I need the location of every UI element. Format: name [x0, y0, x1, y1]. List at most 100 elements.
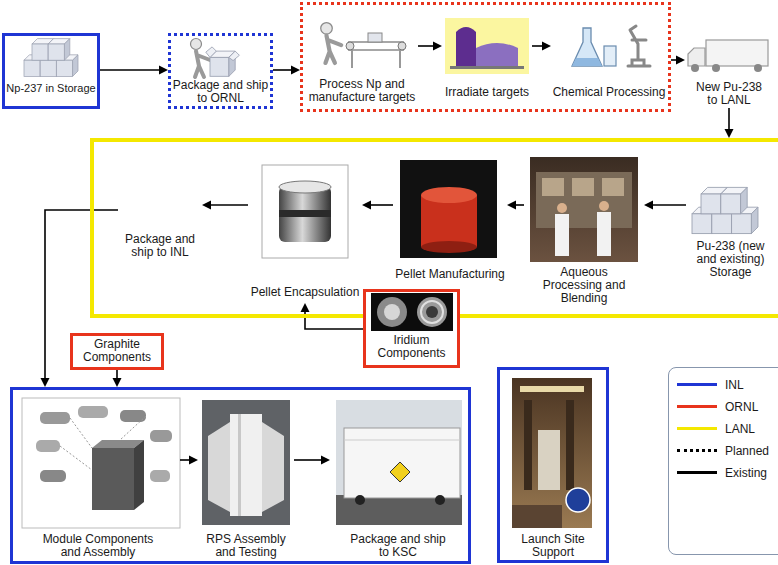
legend-label: Planned — [725, 444, 769, 458]
module-drawing-part — [78, 406, 108, 418]
component-box: Iridium Components — [363, 289, 460, 368]
legend-row: Existing — [677, 464, 777, 482]
arrow-head — [189, 456, 198, 465]
truck-icon-part — [754, 64, 762, 72]
trailer-photo-part — [344, 440, 460, 441]
rps-photo-part — [208, 422, 230, 512]
legend-swatch — [677, 383, 717, 386]
capsule-photo-part — [279, 210, 331, 217]
flow-arrow — [202, 201, 248, 210]
flow-line — [418, 45, 435, 47]
shipping-icon — [191, 39, 240, 78]
flow-arrow — [507, 201, 524, 210]
truck-icon-part — [688, 48, 705, 66]
glovebox-photo-part — [542, 178, 564, 196]
flow-line — [728, 108, 730, 131]
truck-icon-part — [712, 64, 720, 72]
inl-region: Module Components and AssemblyRPS Assemb… — [10, 387, 471, 564]
flow-line — [369, 204, 393, 206]
component-box: Graphite Components — [70, 333, 164, 370]
module-drawing-part — [134, 440, 144, 510]
arrow-head — [321, 456, 330, 465]
node-label: Package and ship to INL — [118, 233, 202, 259]
process-step: Pellet Encapsulation — [248, 160, 362, 303]
arrow-head — [301, 303, 310, 312]
shipping-step: Package and ship to INL — [118, 165, 202, 263]
glovebox-photo-part — [602, 178, 624, 196]
node-label: RPS Assembly and Testing — [198, 533, 294, 559]
flow-arrow — [273, 66, 300, 75]
legend-swatch — [677, 405, 717, 408]
flow-arrow — [725, 108, 734, 138]
module-drawing-part — [40, 412, 70, 424]
flow-line — [294, 459, 323, 461]
legend-row: Planned — [677, 442, 777, 460]
flow-arrow — [180, 456, 198, 465]
lab-icon-part — [572, 28, 602, 66]
process-icon-part — [398, 42, 406, 50]
node-label: Irradiate targets — [442, 86, 532, 99]
reactor-icon-part — [445, 18, 529, 74]
node-label: New Pu-238 to LANL — [693, 81, 765, 107]
node-label: Process Np and manufacture targets — [306, 78, 418, 104]
process-icon-part — [399, 50, 401, 68]
storage-icon — [692, 187, 758, 233]
node-label: Graphite Components — [73, 338, 161, 364]
shipping-step: Package and ship to KSC — [330, 396, 466, 560]
launch-photo-part — [512, 378, 592, 528]
iridium-photo-part — [377, 297, 407, 327]
module-drawing-part — [60, 446, 92, 470]
module-drawing-part — [22, 398, 180, 528]
shipping-icon-part — [206, 47, 240, 76]
glovebox-photo-part — [555, 214, 569, 256]
node-label: Package and ship to KSC — [346, 533, 450, 559]
launch-photo-part — [538, 430, 560, 490]
rps-photo-part — [238, 414, 241, 516]
iridium-photo-part — [417, 297, 447, 327]
node-label: Launch Site Support — [513, 533, 593, 559]
glovebox-photo-part — [572, 178, 594, 196]
flow-arrow — [100, 66, 168, 75]
pellet-photo-part — [421, 187, 477, 203]
legend-label: Existing — [725, 466, 767, 480]
flow-line — [305, 310, 363, 329]
launch-photo-part — [566, 400, 574, 490]
rps-photo-part — [202, 400, 290, 525]
launch-photo-part — [524, 400, 532, 490]
module-drawing-part — [120, 416, 146, 440]
arrow-head — [507, 201, 516, 210]
module-drawing-part — [40, 470, 66, 482]
flow-arrow — [362, 201, 393, 210]
trailer-photo-part — [344, 428, 460, 498]
reactor-icon-part — [450, 66, 524, 69]
trailer-photo-part — [336, 400, 462, 525]
process-icon-part — [321, 23, 341, 63]
arrow-head — [676, 56, 685, 65]
reactor-icon-part — [456, 27, 476, 66]
flow-arrow — [644, 201, 686, 210]
legend-label: ORNL — [725, 400, 758, 414]
iridium-photo-part — [384, 304, 400, 320]
module-drawing-part — [92, 448, 134, 510]
process-step: Irradiate targets — [442, 14, 532, 106]
storage-icon — [24, 39, 78, 77]
process-step: Chemical Processing — [551, 14, 667, 106]
trailer-photo-part — [336, 495, 462, 525]
legend-swatch — [677, 427, 717, 430]
legend-row: INL — [677, 376, 777, 394]
legend-swatch — [677, 449, 717, 452]
arrow-head — [159, 66, 168, 75]
shipping-icon-part — [191, 39, 211, 78]
trailer-photo — [336, 400, 462, 525]
module-drawing — [22, 398, 180, 528]
arrow-head — [433, 42, 442, 51]
launch-photo-part — [512, 505, 562, 528]
legend-row: ORNL — [677, 398, 777, 416]
capsule-photo — [262, 165, 348, 258]
arrow-head — [725, 129, 734, 138]
storage-icon-part — [48, 39, 70, 61]
truck-icon-part — [706, 40, 768, 66]
glovebox-photo-part — [536, 172, 632, 228]
storage-step: Pu-238 (new and existing) Storage — [686, 160, 775, 280]
flow-arrow — [294, 456, 330, 465]
